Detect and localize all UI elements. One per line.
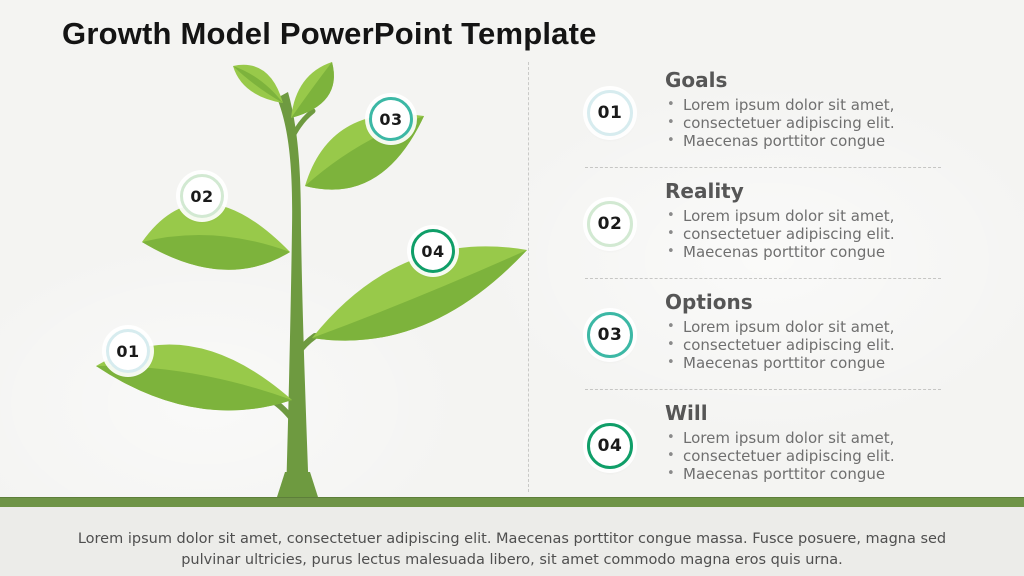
plant-illustration: [96, 62, 527, 497]
section-badge-options: 03: [587, 312, 633, 358]
bullet-item: Lorem ipsum dolor sit amet,: [665, 207, 957, 225]
bullet-item: consectetuer adipiscing elit.: [665, 336, 957, 354]
footer-text-line2: pulvinar ultricies, purus lectus malesua…: [181, 552, 843, 568]
section-badge-reality-number: 02: [597, 214, 623, 234]
plant-marker-03: 03: [369, 97, 413, 141]
section-options: Options Lorem ipsum dolor sit amet, cons…: [665, 290, 957, 372]
footer-text: Lorem ipsum dolor sit amet, consectetuer…: [0, 507, 1024, 571]
section-will: Will Lorem ipsum dolor sit amet, consect…: [665, 401, 957, 483]
plant-stem: [277, 92, 309, 497]
small-leaf-right-shade: [291, 62, 334, 118]
section-separator: [585, 167, 941, 168]
section-options-title: Options: [665, 290, 753, 314]
footer-bar: Lorem ipsum dolor sit amet, consectetuer…: [0, 507, 1024, 576]
section-goals-bullets: Lorem ipsum dolor sit amet, consectetuer…: [665, 96, 957, 150]
section-badge-will-number: 04: [597, 436, 623, 456]
section-badge-goals-number: 01: [597, 103, 623, 123]
footer-text-line1: Lorem ipsum dolor sit amet, consectetuer…: [77, 531, 947, 547]
section-will-title: Will: [665, 401, 708, 425]
plant-marker-03-number: 03: [379, 109, 403, 129]
bullet-item: Lorem ipsum dolor sit amet,: [665, 318, 957, 336]
bullet-item: Maecenas porttitor congue: [665, 354, 957, 372]
section-options-bullets: Lorem ipsum dolor sit amet, consectetuer…: [665, 318, 957, 372]
plant-stem-base: [277, 472, 318, 497]
leaf-04-shade: [312, 250, 527, 341]
section-reality-bullets: Lorem ipsum dolor sit amet, consectetuer…: [665, 207, 957, 261]
plant-marker-04-number: 04: [421, 241, 445, 261]
section-goals: Goals Lorem ipsum dolor sit amet, consec…: [665, 68, 957, 150]
plant-marker-01-number: 01: [116, 341, 140, 361]
small-leaf-left-shade: [233, 66, 283, 103]
leaf-01-shade: [96, 365, 292, 411]
section-separator: [585, 278, 941, 279]
bullet-item: consectetuer adipiscing elit.: [665, 447, 957, 465]
plant-branch-top: [288, 108, 316, 143]
bullet-item: Maecenas porttitor congue: [665, 132, 957, 150]
section-badge-will: 04: [587, 423, 633, 469]
ground-band: [0, 497, 1024, 507]
bullet-item: Lorem ipsum dolor sit amet,: [665, 429, 957, 447]
section-badge-reality: 02: [587, 201, 633, 247]
bullet-item: consectetuer adipiscing elit.: [665, 114, 957, 132]
section-will-bullets: Lorem ipsum dolor sit amet, consectetuer…: [665, 429, 957, 483]
section-badge-options-number: 03: [597, 325, 623, 345]
section-separator: [585, 389, 941, 390]
section-reality-title: Reality: [665, 179, 744, 203]
plant-marker-04: 04: [411, 229, 455, 273]
leaf-02-shade: [142, 234, 290, 270]
plant-marker-02-number: 02: [190, 186, 214, 206]
plant-marker-01: 01: [106, 329, 150, 373]
plant-marker-02: 02: [180, 174, 224, 218]
section-reality: Reality Lorem ipsum dolor sit amet, cons…: [665, 179, 957, 261]
section-badge-goals: 01: [587, 90, 633, 136]
bullet-item: consectetuer adipiscing elit.: [665, 225, 957, 243]
slide-title: Growth Model PowerPoint Template: [62, 16, 597, 51]
bullet-item: Maecenas porttitor congue: [665, 243, 957, 261]
vertical-dashed-divider: [528, 62, 529, 492]
leaf-04: [312, 246, 527, 341]
bullet-item: Lorem ipsum dolor sit amet,: [665, 96, 957, 114]
section-goals-title: Goals: [665, 68, 728, 92]
bullet-item: Maecenas porttitor congue: [665, 465, 957, 483]
